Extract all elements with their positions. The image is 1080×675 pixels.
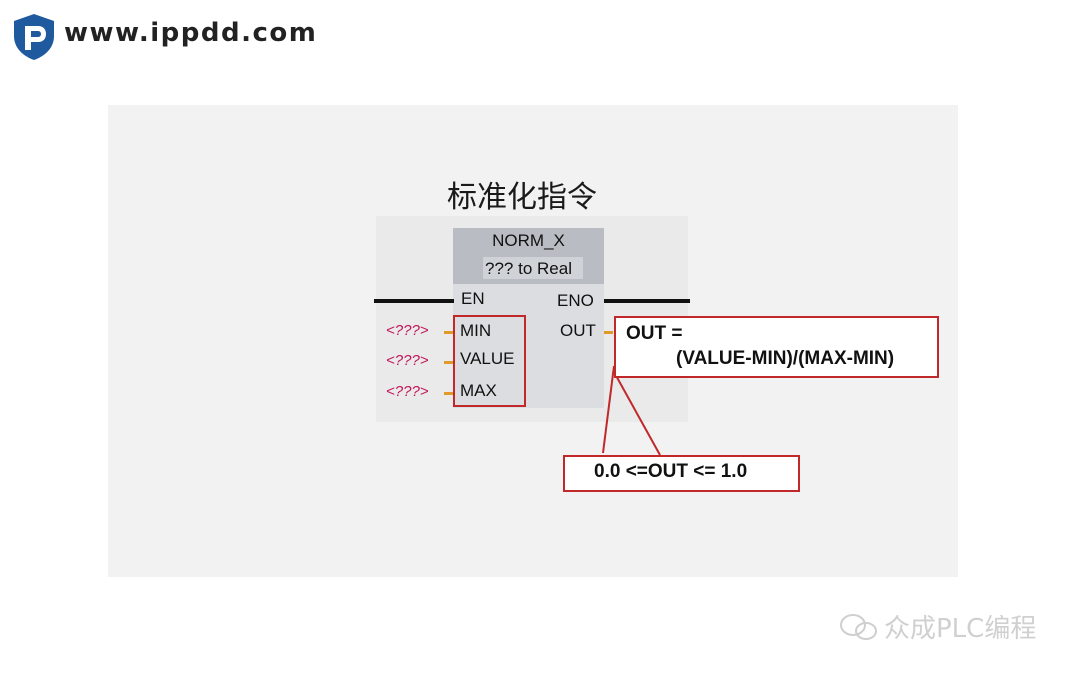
range-text: 0.0 <=OUT <= 1.0: [594, 461, 748, 482]
min-value[interactable]: <???>: [386, 322, 429, 339]
formula-callout: [614, 316, 939, 378]
min-connector: [444, 331, 453, 334]
value-connector: [444, 361, 453, 364]
out-connector: [604, 331, 613, 334]
max-pin: MAX: [460, 381, 497, 400]
block-type: ??? to Real: [485, 259, 572, 278]
block-type-field: [483, 257, 583, 279]
eno-pin: ENO: [557, 291, 594, 310]
max-value[interactable]: <???>: [386, 383, 429, 400]
formula-line2: (VALUE-MIN)/(MAX-MIN): [676, 348, 895, 369]
en-pin: EN: [461, 289, 485, 308]
formula-line1: OUT =: [626, 323, 683, 344]
wechat-icon: [840, 614, 877, 640]
en-wire: [374, 299, 454, 303]
max-connector: [444, 392, 453, 395]
block-name: NORM_X: [492, 231, 565, 250]
site-url[interactable]: www.ippdd.com: [64, 18, 318, 48]
value-pin: VALUE: [460, 349, 515, 368]
min-pin: MIN: [460, 321, 492, 340]
value-value[interactable]: <???>: [386, 352, 429, 369]
inputs-highlight: [453, 315, 526, 407]
eno-wire: [604, 299, 690, 303]
slide-title: 标准化指令: [447, 180, 597, 215]
out-pin: OUT: [560, 321, 596, 340]
range-callout: [563, 455, 800, 492]
site-logo-icon: [14, 14, 54, 60]
watermark-text: 众成PLC编程: [884, 614, 1037, 644]
